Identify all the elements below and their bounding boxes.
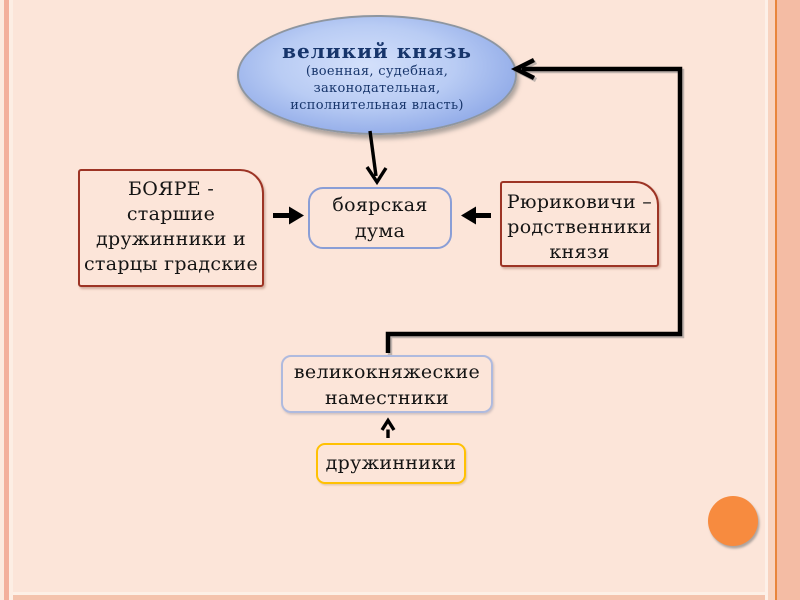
rurikids-line-2: родственники xyxy=(507,216,652,238)
grand-prince-node: великий князь (военная, судебная, законо… xyxy=(237,15,517,135)
namestniki-line-2: наместники xyxy=(324,387,450,409)
namestniki-line-1: великокняжеские xyxy=(293,361,481,383)
boyar-duma-line-2: дума xyxy=(354,220,406,242)
right-frame-pale-stripe xyxy=(765,0,768,600)
decorative-orange-circle xyxy=(708,496,758,546)
grand-prince-powers-line-2: законодательная, xyxy=(313,81,441,96)
left-frame-inner-edge xyxy=(9,0,13,600)
boyar-duma-node: боярская дума xyxy=(308,187,452,249)
left-frame-edge xyxy=(0,0,4,600)
druzhinniki-node: дружинники xyxy=(316,443,466,484)
grand-prince-powers-line-3: исполнительная власть) xyxy=(290,98,464,113)
rurikids-line-1: Рюриковичи – xyxy=(506,191,653,213)
boyar-duma-line-1: боярская xyxy=(332,194,428,216)
connector-prince-to-duma-arrow xyxy=(365,130,388,186)
rurikids-node: Рюриковичи – родственники князя xyxy=(500,181,659,267)
boyars-line-4: старцы градские xyxy=(83,253,259,275)
connector-druzhinniki-to-namestniki-arrow xyxy=(380,417,396,438)
left-frame-stripe xyxy=(4,0,9,600)
right-frame-soft-stripe xyxy=(768,0,775,600)
druzhinniki-label: дружинники xyxy=(325,452,457,474)
boyars-node: БОЯРЕ - старшие дружинники и старцы град… xyxy=(78,169,264,287)
bottom-frame-band xyxy=(0,595,800,600)
grand-prince-title: великий князь xyxy=(282,39,472,63)
boyars-line-1: БОЯРЕ - xyxy=(127,178,215,200)
rurikids-line-3: князя xyxy=(549,241,610,263)
namestniki-node: великокняжеские наместники xyxy=(281,355,493,413)
grand-prince-powers-line-1: (военная, судебная, xyxy=(305,64,449,79)
connector-rurikids-to-duma-arrow xyxy=(461,206,491,225)
boyars-line-3: дружинники и xyxy=(95,228,246,250)
right-frame-band xyxy=(777,0,800,600)
connector-boyars-to-duma-arrow xyxy=(273,206,304,225)
bottom-frame-highlight xyxy=(0,592,800,595)
boyars-line-2: старшие xyxy=(126,203,216,225)
right-frame-orange-line xyxy=(774,0,777,600)
